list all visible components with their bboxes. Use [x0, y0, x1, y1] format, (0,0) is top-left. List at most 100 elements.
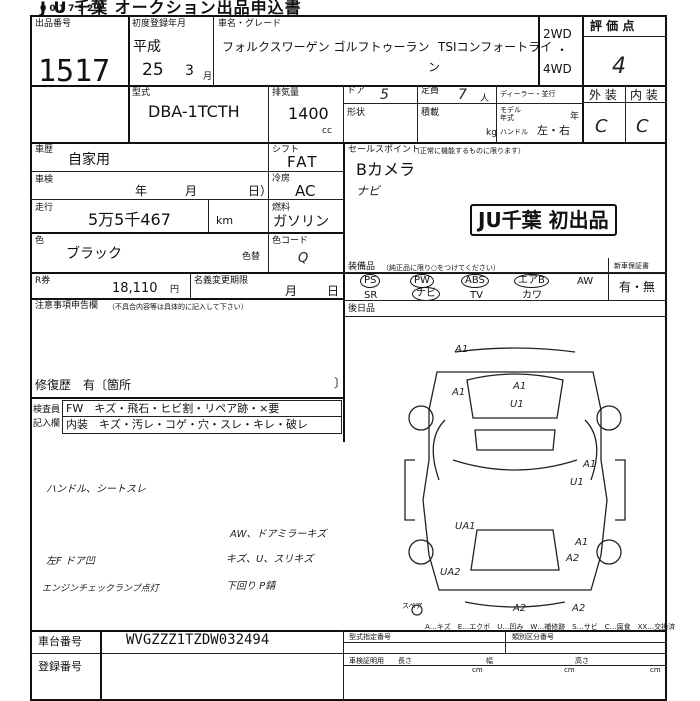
- capacity-unit: 人: [480, 94, 490, 104]
- interior-label: 内 装: [630, 88, 658, 102]
- equip-abs[interactable]: ABS: [461, 274, 489, 288]
- registration-label: 初度登録年月: [132, 19, 187, 29]
- displacement-label: 排気量: [272, 88, 300, 98]
- diagram-mark-5: A1: [583, 459, 597, 470]
- name-change-label: 名義変更期限: [194, 276, 249, 286]
- chassis-number: WVGZZZ1TZDW032494: [126, 632, 270, 648]
- equipment-note: （純正品に限り○をつけてください）: [382, 264, 500, 272]
- equip-ps[interactable]: PS: [360, 274, 381, 288]
- fuel-value: ガソリン: [273, 214, 329, 230]
- warranty-value: 有・無: [619, 280, 656, 294]
- displacement-unit: cc: [322, 126, 332, 136]
- type-designation-label: 型式指定番号: [349, 633, 391, 641]
- warranty-label: 新車保証書: [614, 262, 649, 270]
- dealer-label: ディーラー・並行: [500, 90, 556, 98]
- equip-pw[interactable]: PW: [410, 274, 434, 288]
- shift-value: FAT: [287, 153, 319, 171]
- equip-leather[interactable]: カワ: [522, 290, 542, 301]
- form-title: J U 千葉 オークション出品申込書: [40, 0, 302, 17]
- category-number-label: 類別区分番号: [512, 633, 554, 641]
- repair-history-end: 〕: [334, 376, 347, 390]
- color-code-value: Q: [298, 251, 309, 266]
- ac-label: 冷房: [272, 174, 291, 184]
- width-unit: cm: [564, 666, 575, 674]
- registration-month: 3: [185, 63, 194, 79]
- score-value: 4: [612, 54, 626, 79]
- diagram-mark-8: A1: [575, 537, 589, 548]
- inspector-row-1: FW キズ・飛石・ヒビ割・リペア跡・×要: [66, 402, 280, 415]
- recycle-unit: 円: [170, 285, 180, 295]
- handnote-5: キズ、U、スリキズ: [226, 554, 314, 565]
- drive-dot: ・: [556, 43, 569, 57]
- handnote-3: エンジンチェックランプ点灯: [42, 584, 159, 594]
- inspection-day: 日）: [248, 184, 273, 198]
- sales-label: セールスポイント: [348, 145, 421, 155]
- loading-label: 積載: [421, 108, 440, 118]
- score-label: 評 価 点: [590, 19, 635, 33]
- interior-score: C: [636, 116, 649, 137]
- spare-label: スペア: [402, 602, 423, 610]
- equip-navi[interactable]: ナビ: [412, 287, 440, 301]
- model-label: 型式: [132, 88, 151, 98]
- name-change-month: 月: [285, 284, 298, 298]
- model-value: DBA-1TCTH: [148, 102, 240, 121]
- sales-line-2: ナビ: [356, 184, 381, 198]
- equip-tv[interactable]: TV: [470, 290, 483, 301]
- inspector-box: [62, 400, 342, 434]
- inspector-row-2: 内装 キズ・汚レ・コゲ・穴・スレ・キレ・破レ: [66, 418, 308, 431]
- inspection-month: 月: [185, 184, 198, 198]
- rear-items-label: 後日品: [348, 304, 376, 314]
- lot-number: 1517: [38, 54, 111, 89]
- equip-sr[interactable]: SR: [364, 290, 378, 301]
- diagram-mark-10: A2: [566, 553, 580, 564]
- first-listing-stamp: JU千葉 初出品: [470, 204, 617, 236]
- chassis-label: 車台番号: [38, 635, 82, 648]
- car-grade-value: TSIコンフォートライ: [438, 40, 553, 54]
- recycle-label: R券: [35, 276, 51, 286]
- inspection-year: 年: [135, 184, 148, 198]
- exterior-score: C: [595, 116, 608, 137]
- length-unit: cm: [472, 666, 483, 674]
- height-unit: cm: [650, 666, 661, 674]
- handle-label: ハンドル: [500, 128, 528, 136]
- diagram-mark-11: A2: [513, 603, 527, 614]
- certificate-label: 車検証明用: [349, 657, 384, 665]
- capacity-label: 定員: [421, 86, 440, 96]
- lot-label: 出品番号: [35, 19, 72, 29]
- diagram-mark-4: U1: [510, 399, 524, 410]
- length-label: 長さ: [398, 657, 412, 665]
- diagram-mark-7: UA1: [455, 521, 476, 532]
- shift-label: シフト: [272, 145, 300, 155]
- diagram-mark-3: A1: [513, 381, 527, 392]
- capacity-value: 7: [458, 87, 467, 103]
- color-label: 色: [35, 236, 45, 246]
- registration-era: 平成: [133, 39, 161, 55]
- diagram-mark-9: UA2: [440, 567, 461, 578]
- sales-line-1: Bカメラ: [356, 160, 415, 179]
- width-label: 幅: [486, 657, 493, 665]
- registration-number-label: 登録番号: [38, 660, 82, 673]
- diagram-mark-6: U1: [570, 477, 584, 488]
- color-change-label: 色替: [242, 252, 261, 262]
- shape-label: 形状: [347, 108, 366, 118]
- color-code-label: 色コード: [272, 236, 309, 246]
- model-year-unit: 年: [570, 112, 580, 122]
- doors-value: 5: [380, 87, 389, 103]
- diagram-mark-2: A1: [452, 387, 466, 398]
- equip-airbag[interactable]: エアB: [514, 274, 549, 288]
- equip-aw[interactable]: AW: [577, 276, 594, 287]
- displacement-value: 1400: [288, 104, 329, 123]
- color-value: ブラック: [66, 246, 122, 262]
- registration-month-unit: 月: [203, 72, 213, 82]
- mileage-value: 5万5千467: [88, 210, 171, 229]
- notes-sub: （不具合内容等は具体的に記入して下さい）: [108, 303, 248, 311]
- inspection-label: 車検: [35, 175, 54, 185]
- car-grade-value-cont: ン: [428, 60, 441, 74]
- handnote-4: AW、ドアミラーキズ: [230, 529, 327, 540]
- inspector-label: 検査員: [33, 405, 61, 415]
- doors-label: ドア: [347, 86, 366, 96]
- mileage-label: 走行: [35, 203, 54, 213]
- form-serial: 0 0 1 7 3 2 9: [40, 4, 103, 14]
- handnote-2: 左F ドア凹: [46, 556, 95, 567]
- car-name-label: 車名・グレード: [218, 19, 282, 29]
